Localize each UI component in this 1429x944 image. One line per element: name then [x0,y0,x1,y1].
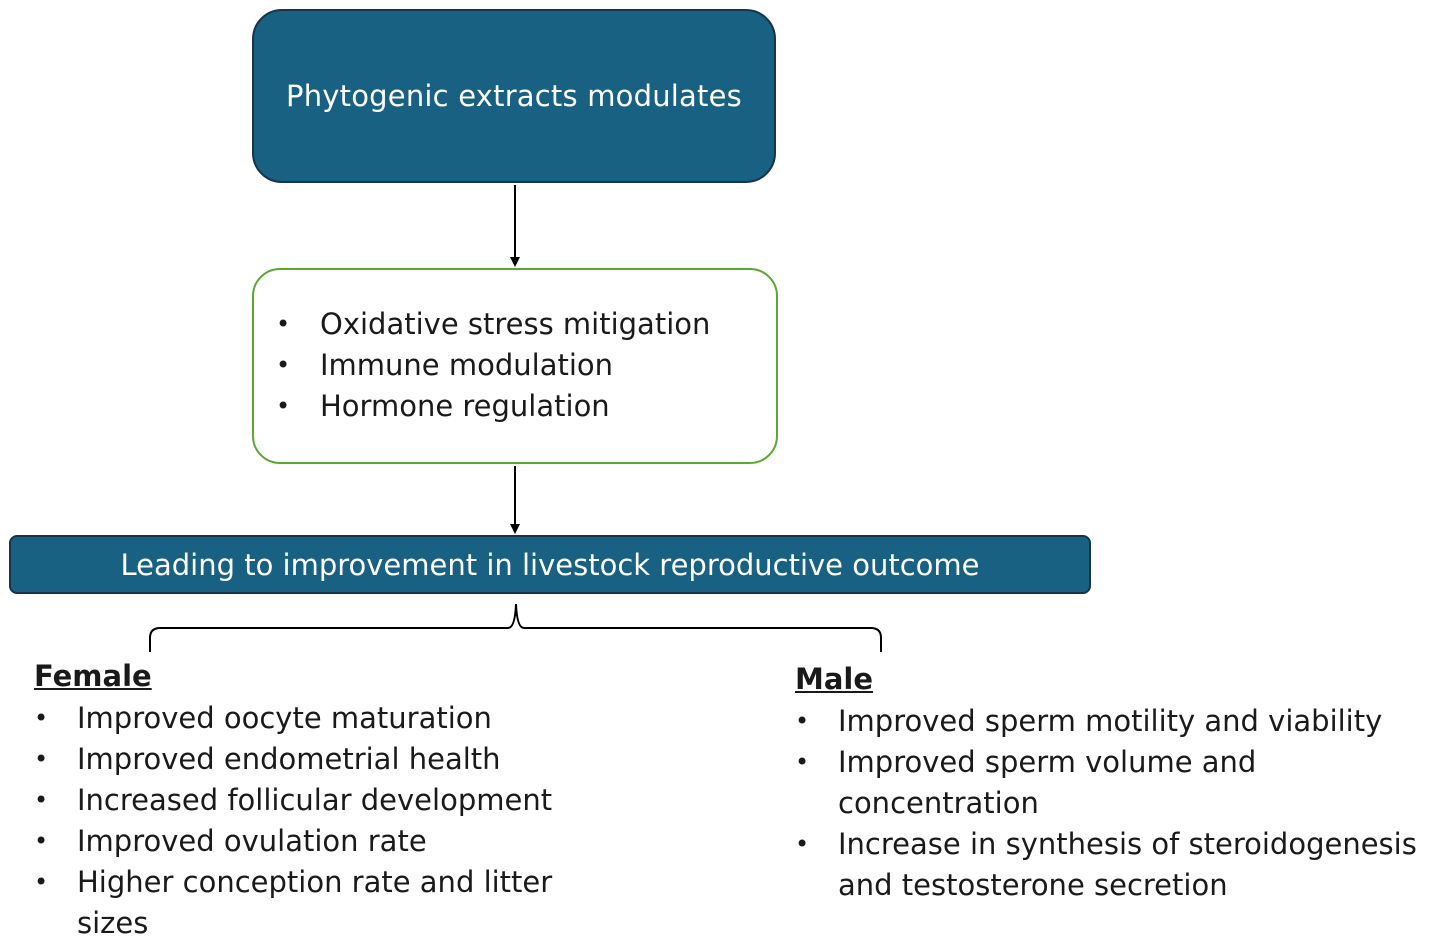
male-column: Male Improved sperm motility and viabili… [795,659,1429,906]
male-heading: Male [795,662,874,696]
female-heading: Female [34,659,152,693]
female-item: Improved endometrial health [34,739,594,780]
male-list: Improved sperm motility and viability Im… [795,701,1429,906]
male-item: Increase in synthesis of steroidogenesis… [795,824,1429,906]
female-column: Female Improved oocyte maturation Improv… [34,656,594,944]
mechanisms-box: Oxidative stress mitigation Immune modul… [252,268,778,464]
mechanism-item: Immune modulation [254,345,776,386]
female-item: Increased follicular development [34,780,594,821]
mechanisms-list: Oxidative stress mitigation Immune modul… [254,304,776,427]
outcome-bar: Leading to improvement in livestock repr… [9,535,1091,594]
mechanism-item: Hormone regulation [254,386,776,427]
female-item: Higher conception rate and litter sizes [34,862,594,944]
phytogenic-extracts-box: Phytogenic extracts modulates [252,9,776,183]
male-item: Improved sperm volume and concentration [795,742,1429,824]
brace [149,603,882,652]
phytogenic-extracts-text: Phytogenic extracts modulates [286,79,742,113]
female-item: Improved oocyte maturation [34,698,594,739]
outcome-bar-text: Leading to improvement in livestock repr… [120,547,980,582]
male-item: Improved sperm motility and viability [795,701,1429,742]
mechanism-item: Oxidative stress mitigation [254,304,776,345]
female-item: Improved ovulation rate [34,821,594,862]
female-list: Improved oocyte maturation Improved endo… [34,698,594,944]
